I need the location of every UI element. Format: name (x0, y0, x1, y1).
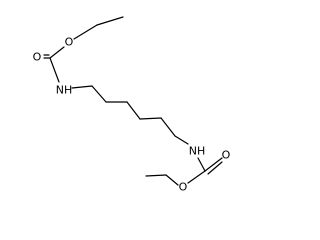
structure-diagram: O O NH NH O O (33, 16, 231, 194)
bond-o-carbonyl-top (49, 46, 65, 59)
bond-chain-1 (91, 85, 107, 103)
bond-chain-4 (139, 117, 162, 120)
bonds (43, 16, 223, 186)
bond-co-double-bottom-b (207, 161, 223, 175)
bond-chain-n-bottom (174, 135, 189, 145)
bond-c-o-ester-bottom (187, 170, 206, 184)
bond-o-ch2-bottom (165, 174, 179, 186)
atom-label-o-bottom-ester: O (179, 181, 188, 194)
atom-label-o-top-ester: O (65, 36, 74, 49)
bond-c-n-top (49, 57, 60, 83)
bond-chain-5 (160, 117, 176, 137)
atom-label-o-bottom-carbonyl: O (222, 149, 231, 162)
atom-label-nh-top: NH (56, 84, 73, 97)
atom-label-nh-bottom: NH (189, 145, 206, 158)
bond-ethyl-top-ch2-o (73, 24, 98, 40)
atom-label-o-top-carbonyl: O (33, 51, 42, 64)
bond-n-chain-top (71, 85, 93, 89)
bond-chain-3 (126, 101, 141, 120)
bond-ethyl-bottom-ch3 (145, 174, 167, 177)
bond-ethyl-top-ch3 (96, 16, 124, 26)
atom-labels: O O NH NH O O (33, 36, 231, 194)
bond-co-double-bottom-a (204, 157, 223, 172)
bond-n-c-bottom (197, 157, 206, 172)
